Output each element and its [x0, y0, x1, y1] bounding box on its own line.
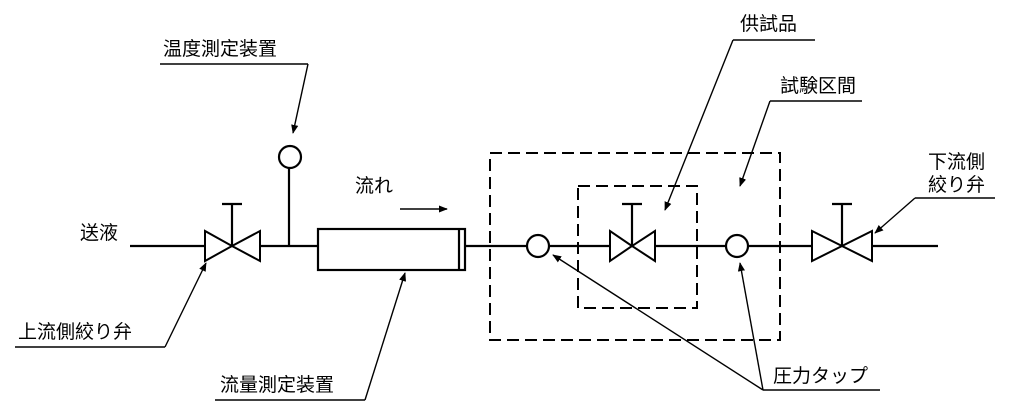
valve-right-wedge [839, 229, 873, 263]
valve-right-wedge [229, 229, 261, 263]
supply-label: 送液 [80, 222, 118, 244]
downstream-valve-label-line1: 下流側 [928, 151, 985, 173]
flow-direction-label: 流れ [355, 175, 393, 197]
temperature-gauge-circle [277, 144, 303, 170]
callout-leader [164, 262, 207, 348]
flowmeter-body [316, 227, 467, 272]
downstream-valve-symbol [811, 202, 873, 263]
pressure-tap-upstream [525, 233, 551, 259]
upstream-valve-label: 上流側絞り弁 [18, 321, 132, 343]
callout-leader [364, 272, 407, 401]
test-section-box [489, 152, 781, 341]
callout-upstream-valve: 上流側絞り弁 [15, 262, 207, 348]
test-section-label: 試験区間 [780, 75, 856, 97]
callout-leader [664, 39, 734, 211]
test-item-label: 供試品 [740, 13, 797, 35]
temperature-gauge-symbol [277, 144, 303, 246]
pressure-tap-label: 圧力タップ [773, 365, 868, 387]
valve-left-wedge [811, 229, 845, 263]
callout-leader [739, 100, 771, 187]
callout-pressure-tap: 圧力タップ [552, 254, 880, 391]
test-item-valve-symbol [609, 202, 656, 263]
downstream-valve-label-line2: 絞り弁 [928, 174, 985, 196]
valve-left-wedge [609, 229, 634, 263]
test-item-box [577, 185, 698, 309]
valve-left-wedge [204, 229, 235, 263]
valve-right-wedge [630, 229, 656, 263]
callout-downstream-valve: 下流側 絞り弁 [874, 151, 995, 234]
callout-leader-downstream [737, 262, 764, 391]
callout-test-section: 試験区間 [739, 75, 862, 187]
callout-test-item: 供試品 [664, 13, 815, 211]
flowmeter-label: 流量測定装置 [220, 374, 334, 396]
callout-leader-upstream [552, 254, 764, 391]
upstream-valve-symbol [204, 202, 261, 263]
callout-leader [874, 197, 916, 234]
flowmeter-symbol [316, 227, 467, 272]
pressure-tap-downstream [724, 233, 750, 259]
callout-temperature-device: 温度測定装置 [160, 38, 309, 134]
temperature-device-label: 温度測定装置 [163, 38, 277, 60]
callout-flowmeter: 流量測定装置 [215, 272, 407, 401]
callout-leader [291, 63, 309, 134]
